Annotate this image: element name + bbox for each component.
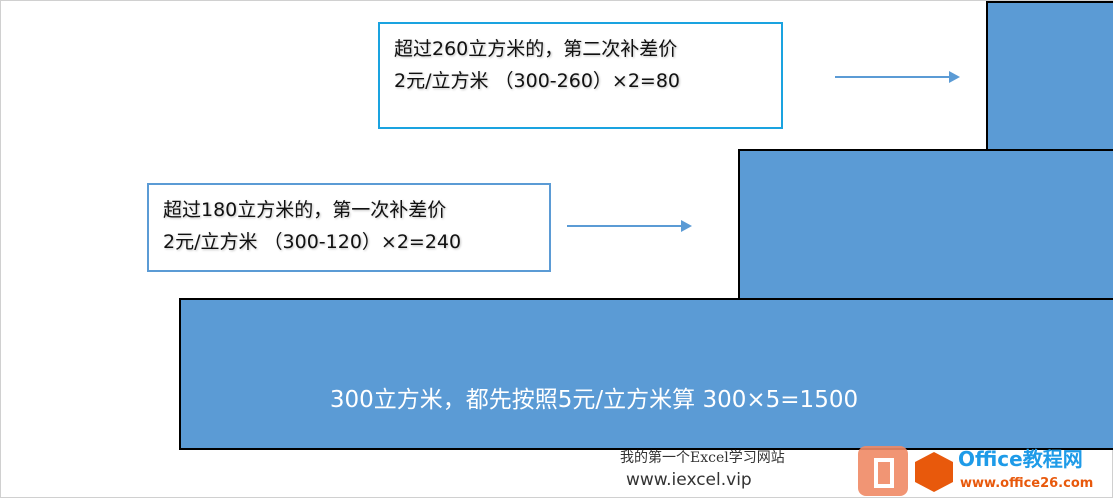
site1-title: 我的第一个Excel学习网站 [620, 450, 785, 466]
arrow-right-icon [835, 71, 960, 83]
site2-url: www.office26.com [960, 476, 1094, 491]
arrow-right-icon [567, 220, 692, 232]
watermark: 我的第一个Excel学习网站 www.iexcel.vip Office教程网 … [620, 446, 1113, 498]
step-top [986, 1, 1113, 152]
site2-title: Office教程网 [958, 447, 1083, 471]
site1-url: www.iexcel.vip [626, 470, 752, 490]
callout-first-surcharge: 超过180立方米的，第一次补差价 2元/立方米 （300-120）×2=240 [147, 183, 551, 272]
callout-line2: 2元/立方米 （300-120）×2=240 [163, 231, 462, 253]
office-logo-icon [858, 446, 908, 496]
callout-line1: 超过260立方米的，第二次补差价 [394, 38, 678, 60]
callout-line1: 超过180立方米的，第一次补差价 [163, 199, 447, 221]
step-middle [738, 149, 1113, 301]
callout-second-surcharge: 超过260立方米的，第二次补差价 2元/立方米 （300-260）×2=80 [378, 22, 783, 129]
office26-logo-icon [915, 452, 953, 492]
base-label: 300立方米，都先按照5元/立方米算 300×5=1500 [329, 387, 859, 413]
step-base: 300立方米，都先按照5元/立方米算 300×5=1500 [179, 298, 1113, 450]
callout-line2: 2元/立方米 （300-260）×2=80 [394, 70, 681, 92]
